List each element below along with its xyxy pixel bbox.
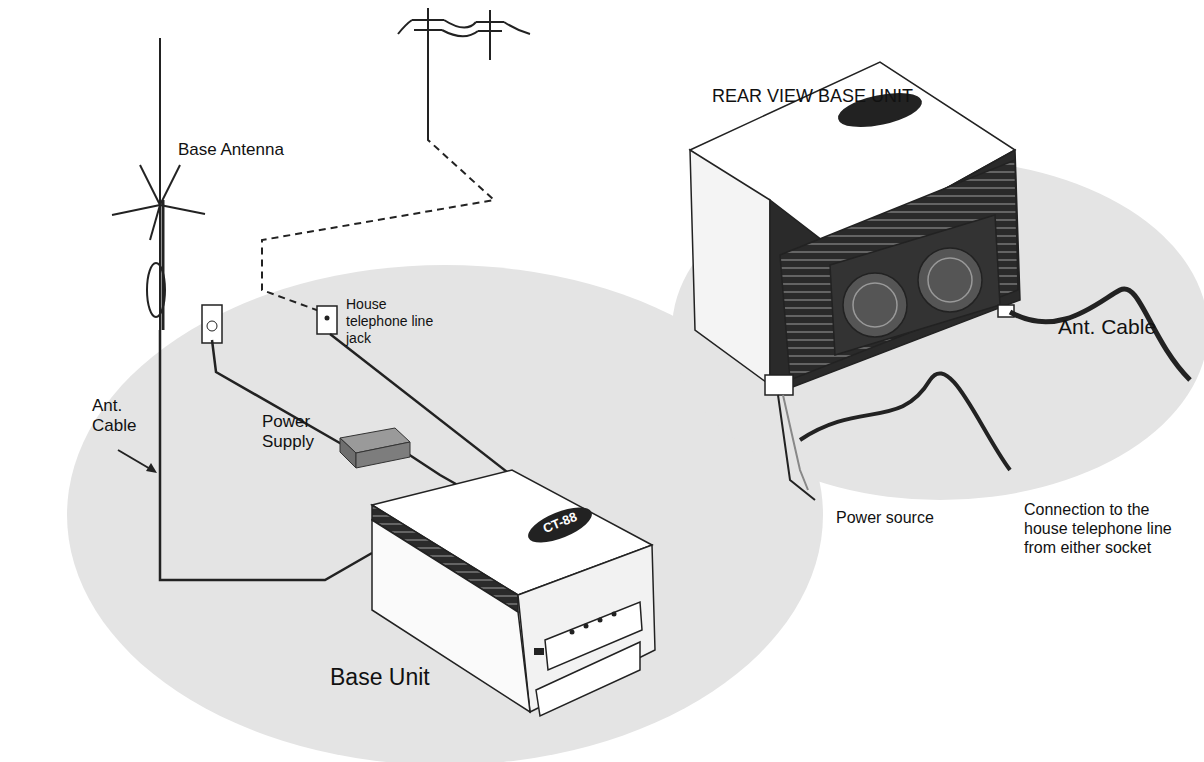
- connection-label: Connection to the house telephone line f…: [1024, 500, 1184, 558]
- cable-label: Ant. Cable: [92, 396, 142, 437]
- phone-line: [262, 40, 494, 312]
- power-supply-label: Power Supply: [262, 412, 332, 453]
- rear-view-unit: [690, 62, 1020, 395]
- power-wire: [778, 395, 815, 500]
- arrowhead: [146, 463, 157, 473]
- view-title: REAR VIEW BASE UNIT: [712, 86, 972, 108]
- leader-line: [118, 450, 152, 470]
- cable-label: Ant. Cable: [1058, 314, 1178, 339]
- indicator-leds: [534, 612, 617, 656]
- power-supply-box: [340, 428, 410, 468]
- telephone-poles: [398, 8, 530, 140]
- rear-antenna-cable: [1010, 289, 1190, 380]
- phone-cable: [800, 373, 1010, 470]
- jack-label: House telephone line jack: [346, 296, 436, 346]
- antenna-label: Base Antenna: [178, 140, 318, 160]
- base-antenna: [112, 38, 205, 330]
- logo-oval: [524, 500, 597, 550]
- power-wire: [783, 395, 808, 490]
- phone-cord: [330, 334, 520, 482]
- phone-jack: [317, 306, 337, 334]
- unit-label: Base Unit: [330, 664, 470, 692]
- power-outlet: [202, 305, 222, 343]
- antenna-cable: [160, 330, 372, 580]
- power-source-label: Power source: [836, 508, 956, 527]
